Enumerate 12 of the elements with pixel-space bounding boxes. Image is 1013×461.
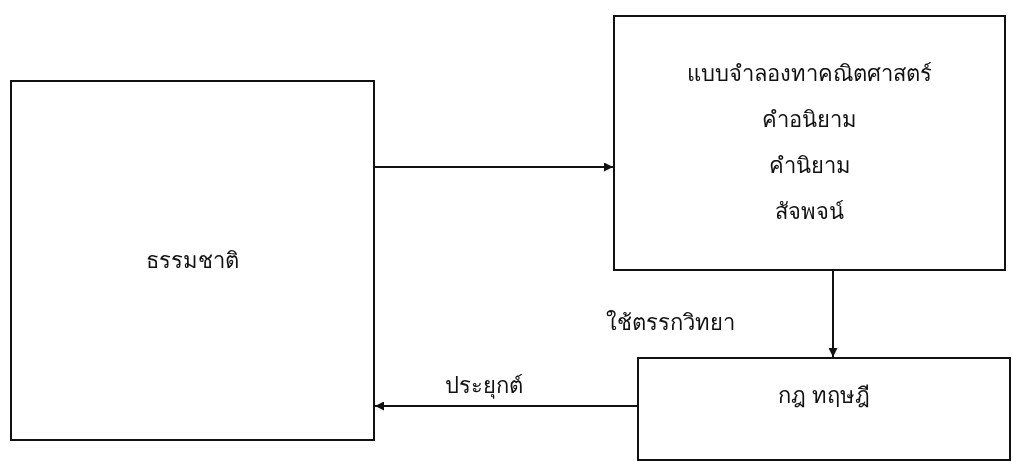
- arrow: [374, 401, 638, 411]
- process-box: [637, 357, 1011, 461]
- arrow: [828, 270, 838, 358]
- box-text: ธรรมชาติ: [146, 246, 239, 275]
- arrow: [374, 162, 614, 172]
- box-text: กฎ ทฤษฎี: [777, 382, 871, 410]
- box-text: แบบจำลองทาคณิตศาสตร์: [686, 60, 933, 88]
- process-box: [10, 80, 375, 441]
- box-text: สัจพจน์: [774, 198, 845, 226]
- process-box: [613, 15, 1006, 271]
- box-text: คำอนิยาม: [761, 106, 858, 134]
- box-text: คำนิยาม: [767, 152, 852, 180]
